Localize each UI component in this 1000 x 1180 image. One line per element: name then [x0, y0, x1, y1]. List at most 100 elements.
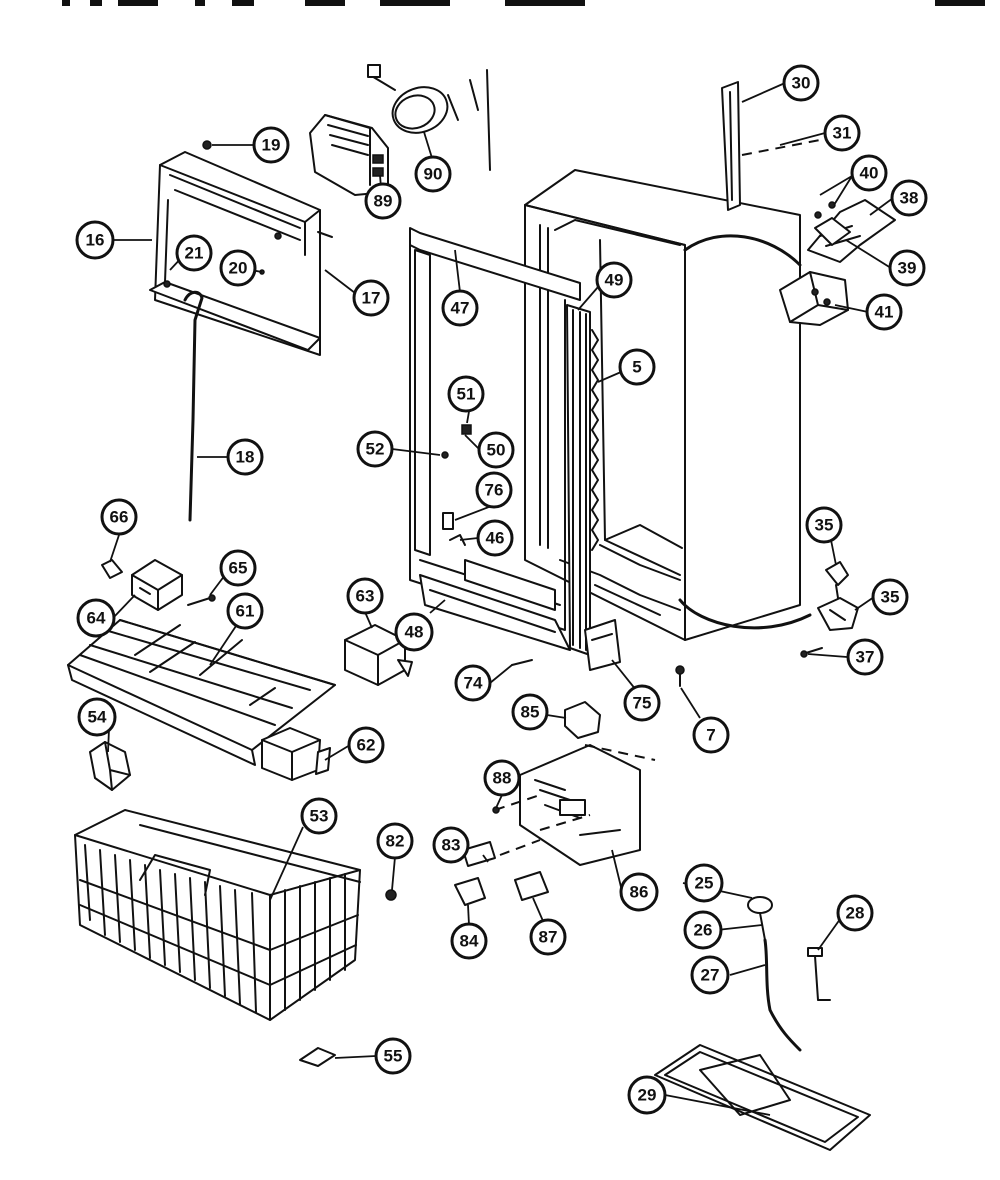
svg-text:89: 89 [374, 192, 393, 211]
callout-31: 31 [823, 114, 861, 152]
screw-19 [202, 140, 212, 150]
svg-text:25: 25 [695, 874, 714, 893]
callout-52: 52 [356, 430, 394, 468]
svg-text:19: 19 [262, 136, 281, 155]
svg-text:26: 26 [694, 921, 713, 940]
knob-87 [514, 871, 549, 901]
callout-89: 89 [364, 182, 402, 220]
shelf-61 [67, 619, 336, 766]
callout-20: 20 [219, 249, 257, 287]
svg-text:7: 7 [706, 726, 715, 745]
svg-text:82: 82 [386, 832, 405, 851]
callout-85: 85 [511, 693, 549, 731]
callout-35-top: 35 [805, 506, 843, 544]
leader-lines [107, 82, 894, 1116]
callout-53: 53 [300, 797, 338, 835]
callout-66: 66 [100, 498, 138, 536]
clip-66 [101, 559, 123, 579]
fan-motor-89 [309, 114, 389, 196]
callout-86: 86 [619, 872, 659, 912]
callout-54: 54 [77, 697, 117, 737]
screw-82 [385, 889, 397, 901]
svg-text:76: 76 [485, 481, 504, 500]
callout-39: 39 [888, 249, 926, 287]
callout-5: 5 [618, 348, 656, 386]
svg-text:17: 17 [362, 289, 381, 308]
top-edge-marks [62, 0, 985, 6]
callout-61: 61 [226, 592, 264, 630]
switch-housing-75 [584, 619, 621, 671]
callout-40: 40 [850, 154, 888, 192]
clip-55 [299, 1047, 336, 1067]
hinge-bracket [807, 199, 896, 263]
svg-text:55: 55 [384, 1047, 403, 1066]
callout-35-bottom: 35 [871, 578, 909, 616]
svg-text:52: 52 [366, 440, 385, 459]
hinge-pin-axis [741, 139, 821, 156]
callout-48: 48 [394, 612, 434, 652]
callout-46: 46 [476, 519, 514, 557]
svg-text:63: 63 [356, 587, 375, 606]
bracket-76 [442, 512, 454, 530]
svg-text:40: 40 [860, 164, 879, 183]
svg-text:5: 5 [632, 358, 641, 377]
svg-text:62: 62 [357, 736, 376, 755]
callout-82: 82 [376, 822, 414, 860]
svg-text:29: 29 [638, 1086, 657, 1105]
svg-text:75: 75 [633, 694, 652, 713]
svg-text:47: 47 [451, 299, 470, 318]
svg-text:46: 46 [486, 529, 505, 548]
svg-text:49: 49 [605, 271, 624, 290]
callout-16: 16 [75, 220, 115, 260]
callout-37: 37 [846, 638, 884, 676]
callout-62: 62 [347, 726, 385, 764]
wire-basket-53 [74, 809, 361, 1021]
svg-text:65: 65 [229, 559, 248, 578]
svg-text:18: 18 [236, 448, 255, 467]
svg-text:61: 61 [236, 602, 255, 621]
svg-text:27: 27 [701, 966, 720, 985]
callout-76: 76 [475, 471, 513, 509]
shelf-support-63 [344, 624, 413, 686]
callout-17: 17 [352, 279, 390, 317]
svg-text:39: 39 [898, 259, 917, 278]
drain-line [678, 598, 812, 630]
component-axes [494, 794, 591, 856]
callout-19: 19 [252, 126, 290, 164]
svg-text:20: 20 [229, 259, 248, 278]
callout-18: 18 [226, 438, 264, 476]
svg-text:64: 64 [87, 609, 106, 628]
board-axis [584, 744, 656, 761]
callout-26: 26 [683, 910, 723, 950]
svg-text:30: 30 [792, 74, 811, 93]
clip-46 [449, 534, 466, 546]
svg-text:90: 90 [424, 165, 443, 184]
svg-text:87: 87 [539, 928, 558, 947]
callout-55: 55 [374, 1037, 412, 1075]
hinge-bar [721, 81, 741, 211]
light-socket-85 [564, 701, 601, 739]
shelf-bracket-64 [131, 559, 183, 611]
refrigerant-line [683, 234, 802, 267]
callout-21: 21 [175, 234, 213, 272]
callout-38: 38 [890, 179, 928, 217]
callout-25: 25 [684, 863, 724, 903]
hinge-cover [779, 271, 849, 326]
shelf-support-54 [89, 741, 131, 791]
callout-88: 88 [483, 759, 521, 797]
svg-text:16: 16 [86, 231, 105, 250]
svg-text:74: 74 [464, 674, 483, 693]
callout-50: 50 [477, 431, 515, 469]
svg-text:48: 48 [405, 623, 424, 642]
drain-tube-18 [183, 290, 204, 522]
callout-90: 90 [414, 155, 452, 193]
drain-pan-29 [654, 1044, 871, 1151]
svg-text:35: 35 [815, 516, 834, 535]
knob-84 [454, 877, 486, 906]
clip-51 [461, 424, 472, 435]
callout-49: 49 [595, 261, 633, 299]
callout-65: 65 [219, 549, 257, 587]
callout-83: 83 [432, 826, 470, 864]
svg-text:37: 37 [856, 648, 875, 667]
